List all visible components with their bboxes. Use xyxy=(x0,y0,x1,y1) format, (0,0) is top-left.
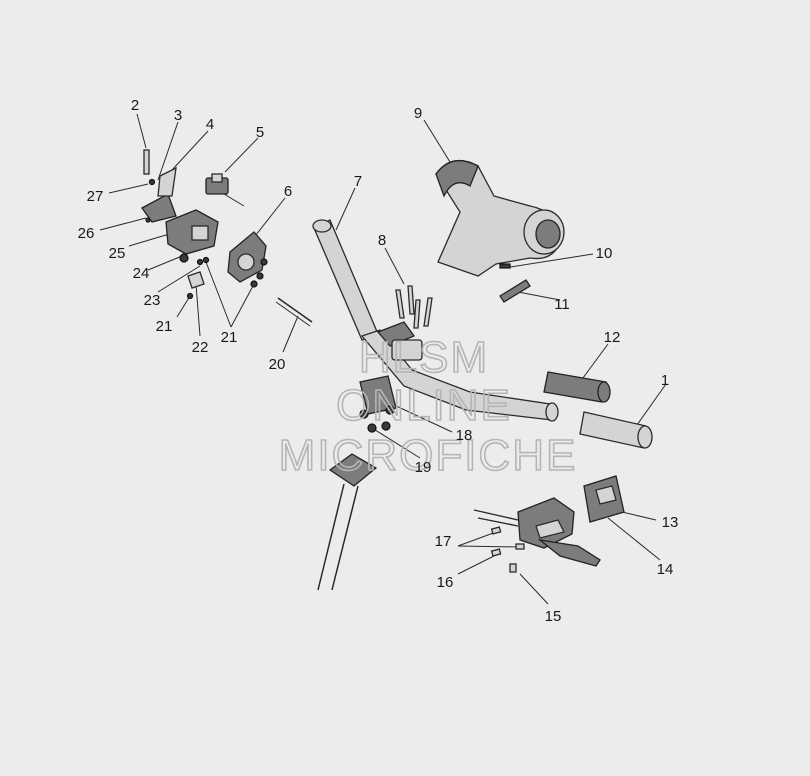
switch-housing-13 xyxy=(583,475,625,523)
callout-8: 8 xyxy=(378,232,386,249)
throttle-housing-6 xyxy=(227,231,268,288)
callout-labels: 1 2 3 4 5 6 7 8 9 10 11 12 13 14 15 16 1… xyxy=(78,97,679,625)
switch-5 xyxy=(205,173,245,207)
reflector-11 xyxy=(499,279,531,303)
callout-25: 25 xyxy=(109,245,126,262)
throttle-cable-20 xyxy=(275,297,313,327)
callout-5: 5 xyxy=(256,124,264,141)
callout-27: 27 xyxy=(87,188,104,205)
callout-6: 6 xyxy=(284,183,292,200)
watermark-line-3: MICROFICHE xyxy=(279,431,578,480)
callout-24: 24 xyxy=(133,265,150,282)
housing-25 xyxy=(165,209,219,255)
callout-2: 2 xyxy=(131,97,139,114)
callout-4: 4 xyxy=(206,116,214,133)
callout-19: 19 xyxy=(415,459,432,476)
bolts-8 xyxy=(395,285,433,329)
callout-21-right: 21 xyxy=(221,329,238,346)
callout-17: 17 xyxy=(435,533,452,550)
callout-13: 13 xyxy=(662,514,679,531)
callout-23: 23 xyxy=(144,292,161,309)
callout-11: 11 xyxy=(554,296,570,313)
leader-lines xyxy=(99,113,667,605)
steering-column xyxy=(317,453,378,591)
callout-15: 15 xyxy=(545,608,562,625)
watermark-line-1: HLSM xyxy=(359,333,489,382)
headlight-cover-9 xyxy=(435,159,565,277)
callout-26: 26 xyxy=(78,225,95,242)
screws-15-16-17 xyxy=(490,526,525,573)
callout-21-left: 21 xyxy=(156,318,173,335)
watermark: HLSM ONLINE MICROFICHE xyxy=(278,332,578,481)
watermark-line-2: ONLINE xyxy=(336,381,512,430)
grip-1 xyxy=(579,411,653,449)
grip-12 xyxy=(543,371,611,403)
callout-12: 12 xyxy=(604,329,621,346)
screw-10 xyxy=(499,263,511,269)
callout-1: 1 xyxy=(661,372,669,389)
callout-20: 20 xyxy=(269,356,286,373)
callout-22: 22 xyxy=(192,339,209,356)
callout-7: 7 xyxy=(354,173,362,190)
callout-18: 18 xyxy=(456,427,473,444)
brake-lever-assembly xyxy=(473,497,601,567)
handlebar-clamp xyxy=(359,321,423,433)
callout-16: 16 xyxy=(437,574,454,591)
callout-14: 14 xyxy=(657,561,674,578)
throttle-lever-parts xyxy=(141,149,177,223)
callout-3: 3 xyxy=(174,107,182,124)
callout-10: 10 xyxy=(596,245,613,262)
handlebar-7 xyxy=(312,219,559,422)
callout-9: 9 xyxy=(414,105,422,122)
small-parts-21-24 xyxy=(179,253,210,300)
